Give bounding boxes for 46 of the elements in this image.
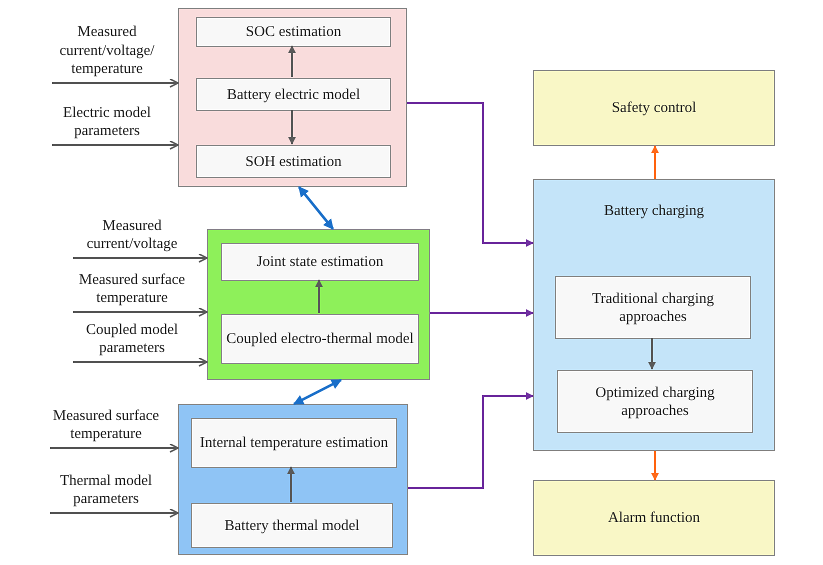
box-label: Safety control — [610, 99, 698, 117]
process-box — [196, 17, 391, 47]
arrow — [408, 392, 534, 489]
arrow — [50, 443, 179, 453]
arrow — [287, 466, 295, 502]
process-box — [191, 418, 397, 468]
double-arrow — [298, 186, 334, 230]
process-box — [221, 314, 419, 364]
process-box — [555, 276, 751, 339]
process-box — [196, 78, 391, 111]
box-label: Optimized charging approaches — [594, 384, 716, 420]
process-box — [196, 145, 391, 178]
model-panel — [178, 404, 408, 555]
arrow — [73, 357, 208, 367]
panel-title: Battery charging — [602, 202, 706, 220]
box-label: Battery thermal model — [224, 516, 360, 534]
arrow — [73, 307, 208, 317]
box-label: Internal temperature estimation — [198, 434, 390, 452]
box-label: SOH estimation — [244, 152, 343, 170]
process-box — [557, 370, 753, 433]
box-label: SOC estimation — [244, 23, 342, 41]
box-label: Joint state estimation — [256, 253, 384, 271]
arrow — [651, 451, 659, 481]
process-box — [221, 243, 419, 281]
arrow — [651, 145, 659, 179]
arrow — [315, 279, 323, 313]
model-panel — [207, 229, 430, 380]
model-panel — [178, 8, 407, 187]
box-label: Traditional charging approaches — [590, 290, 716, 326]
process-box — [191, 503, 393, 548]
arrow — [407, 102, 534, 247]
box-label: Alarm function — [606, 509, 702, 527]
arrow — [73, 253, 208, 263]
charging-panel — [533, 179, 775, 451]
output-box — [533, 70, 775, 146]
arrow — [50, 508, 179, 518]
arrow — [648, 338, 656, 370]
double-arrow — [293, 378, 342, 406]
arrow — [288, 110, 296, 145]
box-label: Coupled electro-thermal model — [225, 330, 415, 348]
arrow — [52, 140, 179, 150]
arrow — [288, 45, 296, 77]
arrow — [52, 78, 179, 88]
arrow — [430, 309, 534, 317]
box-label: Battery electric model — [226, 86, 362, 104]
output-box — [533, 480, 775, 556]
